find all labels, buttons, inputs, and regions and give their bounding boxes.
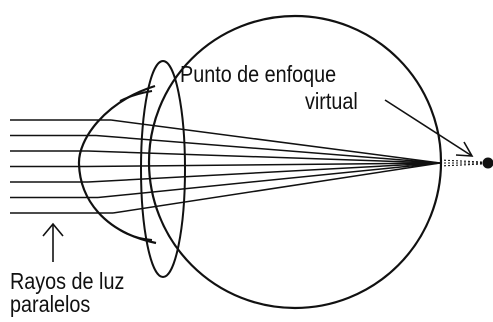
converging-ray [110, 119, 441, 164]
converging-rays [85, 119, 441, 214]
eyeball-outline [147, 14, 443, 310]
cornea-outline [77, 84, 157, 245]
virtual-focus-label-line1: Punto de enfoque [180, 61, 337, 87]
parallel-rays-label-line2: paralelos [10, 291, 91, 317]
virtual-focus-point [482, 157, 493, 169]
converging-ray [112, 162, 441, 214]
converging-ray [87, 162, 441, 183]
rays-pointer-arrow [42, 222, 64, 262]
virtual-focus-label-line2: virtual [305, 88, 358, 114]
parallel-rays-label-line1: Rayos de luz [10, 268, 125, 294]
focus-pointer-arrow [384, 99, 474, 157]
converging-ray [87, 150, 441, 164]
iris-upper [119, 90, 153, 102]
iris-lower [119, 229, 153, 241]
virtual-focus-extension [439, 159, 483, 167]
converging-ray [85, 162, 441, 168]
converging-ray [95, 134, 441, 164]
lens-outline [140, 60, 186, 278]
parallel-light-rays [10, 119, 113, 214]
converging-ray [97, 162, 441, 199]
